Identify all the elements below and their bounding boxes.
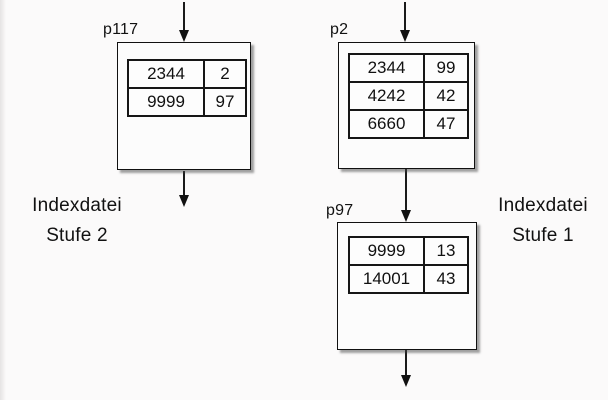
table-row: 14001 43 [348, 264, 469, 294]
arrow-head-down-icon [401, 375, 411, 387]
page-label-p2: p2 [330, 21, 349, 38]
table-row: 6660 47 [348, 109, 469, 139]
key-cell: 9999 [348, 236, 425, 266]
pointer-cell: 2 [203, 59, 247, 89]
caption-line: Indexdatei [32, 195, 122, 216]
table-row: 2344 2 [127, 59, 247, 89]
table-row: 9999 13 [348, 236, 469, 266]
table-row: 4242 42 [348, 81, 469, 111]
pointer-cell: 99 [423, 53, 469, 83]
index-page-p117: 2344 2 9999 97 [117, 42, 251, 170]
key-cell: 4242 [348, 81, 425, 111]
page-label-p117: p117 [103, 21, 139, 38]
arrow-shaft [405, 169, 407, 210]
index-table-p97: 9999 13 14001 43 [348, 236, 469, 294]
key-cell: 14001 [348, 264, 425, 294]
table-row: 2344 99 [348, 53, 469, 83]
arrow-head-down-icon [401, 210, 411, 222]
key-cell: 9999 [127, 87, 205, 117]
arrow-out-of-p117-icon [178, 171, 190, 207]
arrow-shaft [183, 171, 185, 195]
caption-index-level-2: Indexdatei Stufe 2 [15, 191, 139, 251]
key-cell: 2344 [127, 59, 205, 89]
pointer-cell: 47 [423, 109, 469, 139]
index-page-p2: 2344 99 4242 42 6660 47 [338, 42, 475, 169]
caption-line: Stufe 2 [46, 225, 108, 246]
index-page-p97: 9999 13 14001 43 [337, 222, 477, 350]
caption-line: Indexdatei [498, 195, 588, 216]
page-label-p97: p97 [326, 202, 354, 219]
pointer-cell: 13 [423, 236, 469, 266]
arrow-head-down-icon [179, 195, 189, 207]
arrow-shaft [183, 2, 185, 30]
arrow-into-p2-icon [399, 2, 411, 42]
pointer-cell: 42 [423, 81, 469, 111]
arrow-head-down-icon [179, 30, 189, 42]
pointer-cell: 97 [203, 87, 247, 117]
caption-index-level-1: Indexdatei Stufe 1 [481, 191, 605, 251]
caption-line: Stufe 1 [512, 225, 574, 246]
index-table-p117: 2344 2 9999 97 [127, 59, 247, 117]
arrow-shaft [405, 350, 407, 375]
arrow-shaft [404, 2, 406, 30]
arrow-head-down-icon [400, 30, 410, 42]
key-cell: 2344 [348, 53, 425, 83]
arrow-into-p117-icon [178, 2, 190, 42]
pointer-cell: 43 [423, 264, 469, 294]
table-row: 9999 97 [127, 87, 247, 117]
page-edge-shading [0, 0, 6, 400]
arrow-out-of-p97-icon [400, 350, 412, 387]
key-cell: 6660 [348, 109, 425, 139]
arrow-p2-to-p97-icon [400, 169, 412, 222]
index-table-p2: 2344 99 4242 42 6660 47 [348, 53, 469, 139]
